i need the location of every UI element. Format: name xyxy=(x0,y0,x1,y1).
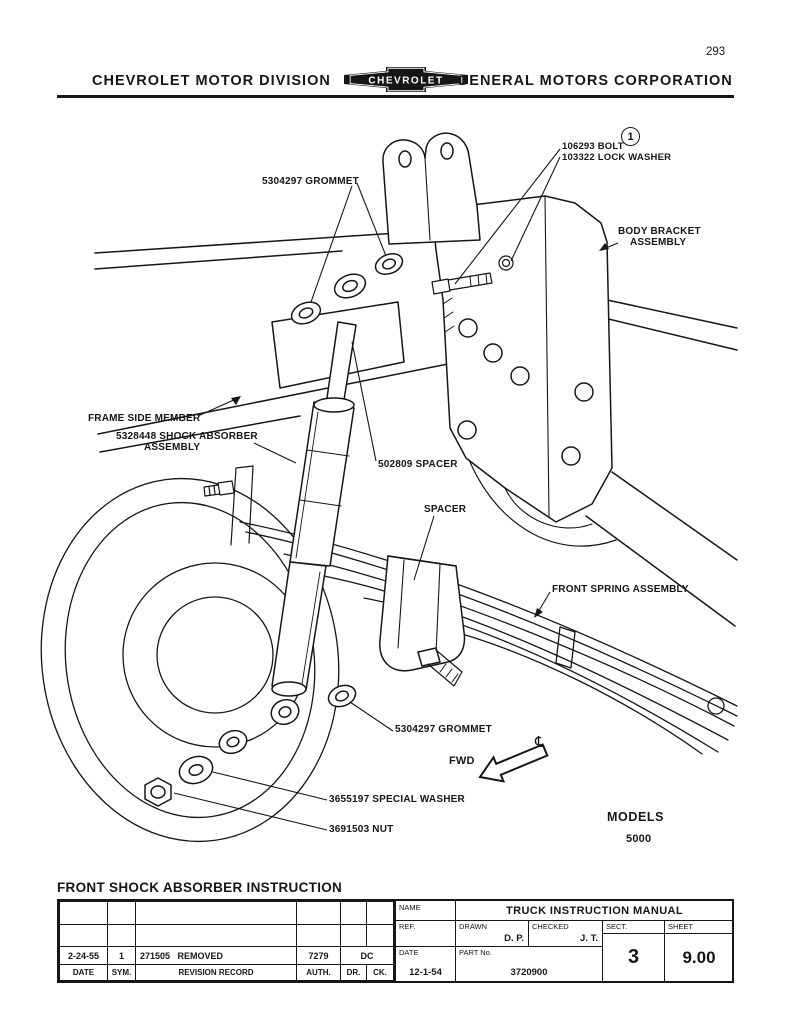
leader-arrowheads xyxy=(231,243,609,618)
body-bracket-assembly xyxy=(431,195,617,547)
fwd-arrow xyxy=(478,743,549,783)
sect-cell: SECT. 3 xyxy=(602,921,664,981)
sym-column-label: SYM. xyxy=(107,963,136,982)
sect-label: SECT. xyxy=(603,921,664,934)
shock-absorber-body xyxy=(270,321,357,726)
checked-cell: CHECKED J. T. xyxy=(529,921,602,946)
revision-data-row: 2-24-55 1 271505 REMOVED 7279 DC xyxy=(59,946,394,965)
top-frame-bracket xyxy=(382,132,481,245)
ref-drawn-checked-row: REF. DRAWN D. P. CHECKED J. T. xyxy=(396,921,602,947)
revision-dc-cell: DC xyxy=(340,946,394,965)
chevrolet-bowtie-logo: CHEVROLET xyxy=(344,67,468,92)
label-shock-line2: ASSEMBLY xyxy=(144,442,201,453)
drawing-title-block: NAME TRUCK INSTRUCTION MANUAL REF. DRAWN… xyxy=(396,901,733,981)
part-number-value: 3720900 xyxy=(510,967,548,978)
spring-hanger xyxy=(203,465,254,546)
revision-label-row: DATE SYM. REVISION RECORD AUTH. DR. CK. xyxy=(59,963,394,982)
ref-cell: REF. xyxy=(396,921,456,946)
label-frame-side-member: FRAME SIDE MEMBER xyxy=(88,413,201,424)
ref-label: REF. xyxy=(399,922,416,931)
lower-grommet-washer-nut xyxy=(144,684,357,807)
header-rule xyxy=(57,95,734,98)
sect-value: 3 xyxy=(627,946,640,968)
manual-name: TRUCK INSTRUCTION MANUAL xyxy=(505,904,684,917)
sheet-label: SHEET xyxy=(665,921,733,934)
header-left-text: CHEVROLET MOTOR DIVISION xyxy=(92,73,331,89)
footer-title: FRONT SHOCK ABSORBER INSTRUCTION xyxy=(57,880,343,895)
checked-label: CHECKED xyxy=(532,922,569,931)
header-right-text: GENERAL MOTORS CORPORATION xyxy=(457,73,733,89)
logo-text: CHEVROLET xyxy=(368,76,443,87)
date-column-label: DATE xyxy=(59,963,108,982)
label-bolt-block: 106293 BOLT 103322 LOCK WASHER xyxy=(562,141,671,163)
callout-1-number: 1 xyxy=(627,130,634,143)
page-number: 293 xyxy=(706,46,726,58)
revision-record-cell: 271505 REMOVED xyxy=(135,946,297,965)
label-body-bracket-line2: ASSEMBLY xyxy=(630,237,687,248)
label-fwd: FWD xyxy=(449,755,475,767)
part-number-label: PART No. xyxy=(459,948,492,957)
bolt-and-lock-washer xyxy=(431,255,514,295)
label-grommet-bottom: 5304297 GROMMET xyxy=(395,724,492,735)
title-block: 2-24-55 1 271505 REMOVED 7279 DC DATE SY… xyxy=(57,899,734,983)
callout-1: 1 xyxy=(621,127,640,146)
label-models: MODELS xyxy=(607,810,665,824)
drawn-label: DRAWN xyxy=(459,922,488,931)
part-number-cell: PART No. 3720900 xyxy=(456,947,602,981)
name-label: NAME xyxy=(396,901,456,920)
revision-date-cell: 2-24-55 xyxy=(59,946,108,965)
revision-sym-cell: 1 xyxy=(107,946,136,965)
label-lock-washer: 103322 LOCK WASHER xyxy=(562,152,672,163)
label-spacer-upper: 502809 SPACER xyxy=(378,459,458,470)
revision-empty-row xyxy=(59,901,394,925)
label-front-spring: FRONT SPRING ASSEMBLY xyxy=(552,584,689,595)
label-spacer-lower: SPACER xyxy=(424,504,467,515)
leader-lines xyxy=(173,148,619,831)
name-row: NAME TRUCK INSTRUCTION MANUAL xyxy=(396,901,733,921)
label-shock-absorber: 5328448 SHOCK ABSORBER ASSEMBLY xyxy=(116,431,258,453)
date-cell: DATE 12-1-54 xyxy=(396,947,456,981)
auth-column-label: AUTH. xyxy=(296,963,341,982)
drawn-initials: D. P. xyxy=(504,933,524,944)
label-shock-line1: 5328448 SHOCK ABSORBER xyxy=(116,431,258,442)
label-special-washer: 3655197 SPECIAL WASHER xyxy=(329,794,465,805)
revision-record-table: 2-24-55 1 271505 REMOVED 7279 DC DATE SY… xyxy=(59,901,396,982)
revision-auth-cell: 7279 xyxy=(296,946,341,965)
lower-mount-bracket xyxy=(379,555,466,687)
label-body-bracket: BODY BRACKET ASSEMBLY xyxy=(618,226,701,248)
label-model-number: 5000 xyxy=(626,833,652,845)
label-nut: 3691503 NUT xyxy=(329,824,394,835)
frame-rails xyxy=(94,232,738,627)
date-label: DATE xyxy=(399,948,419,957)
drawn-cell: DRAWN D. P. xyxy=(456,921,529,946)
revision-empty-row xyxy=(59,923,394,948)
sheet-value: 9.00 xyxy=(682,947,716,967)
label-grommet-top: 5304297 GROMMET xyxy=(262,176,359,187)
centerline-symbol: ℄ xyxy=(535,734,545,751)
checked-initials: J. T. xyxy=(580,933,598,944)
label-bolt: 106293 BOLT xyxy=(562,141,624,152)
date-part-row: DATE 12-1-54 PART No. 3720900 xyxy=(396,947,602,981)
record-column-label: REVISION RECORD xyxy=(135,963,297,982)
ck-column-label: CK. xyxy=(366,963,394,982)
sheet-cell: SHEET 9.00 xyxy=(664,921,733,981)
label-body-bracket-line1: BODY BRACKET xyxy=(618,226,701,237)
dr-column-label: DR. xyxy=(340,963,367,982)
upper-grommet-stack xyxy=(290,252,404,325)
date-value: 12-1-54 xyxy=(409,967,442,978)
